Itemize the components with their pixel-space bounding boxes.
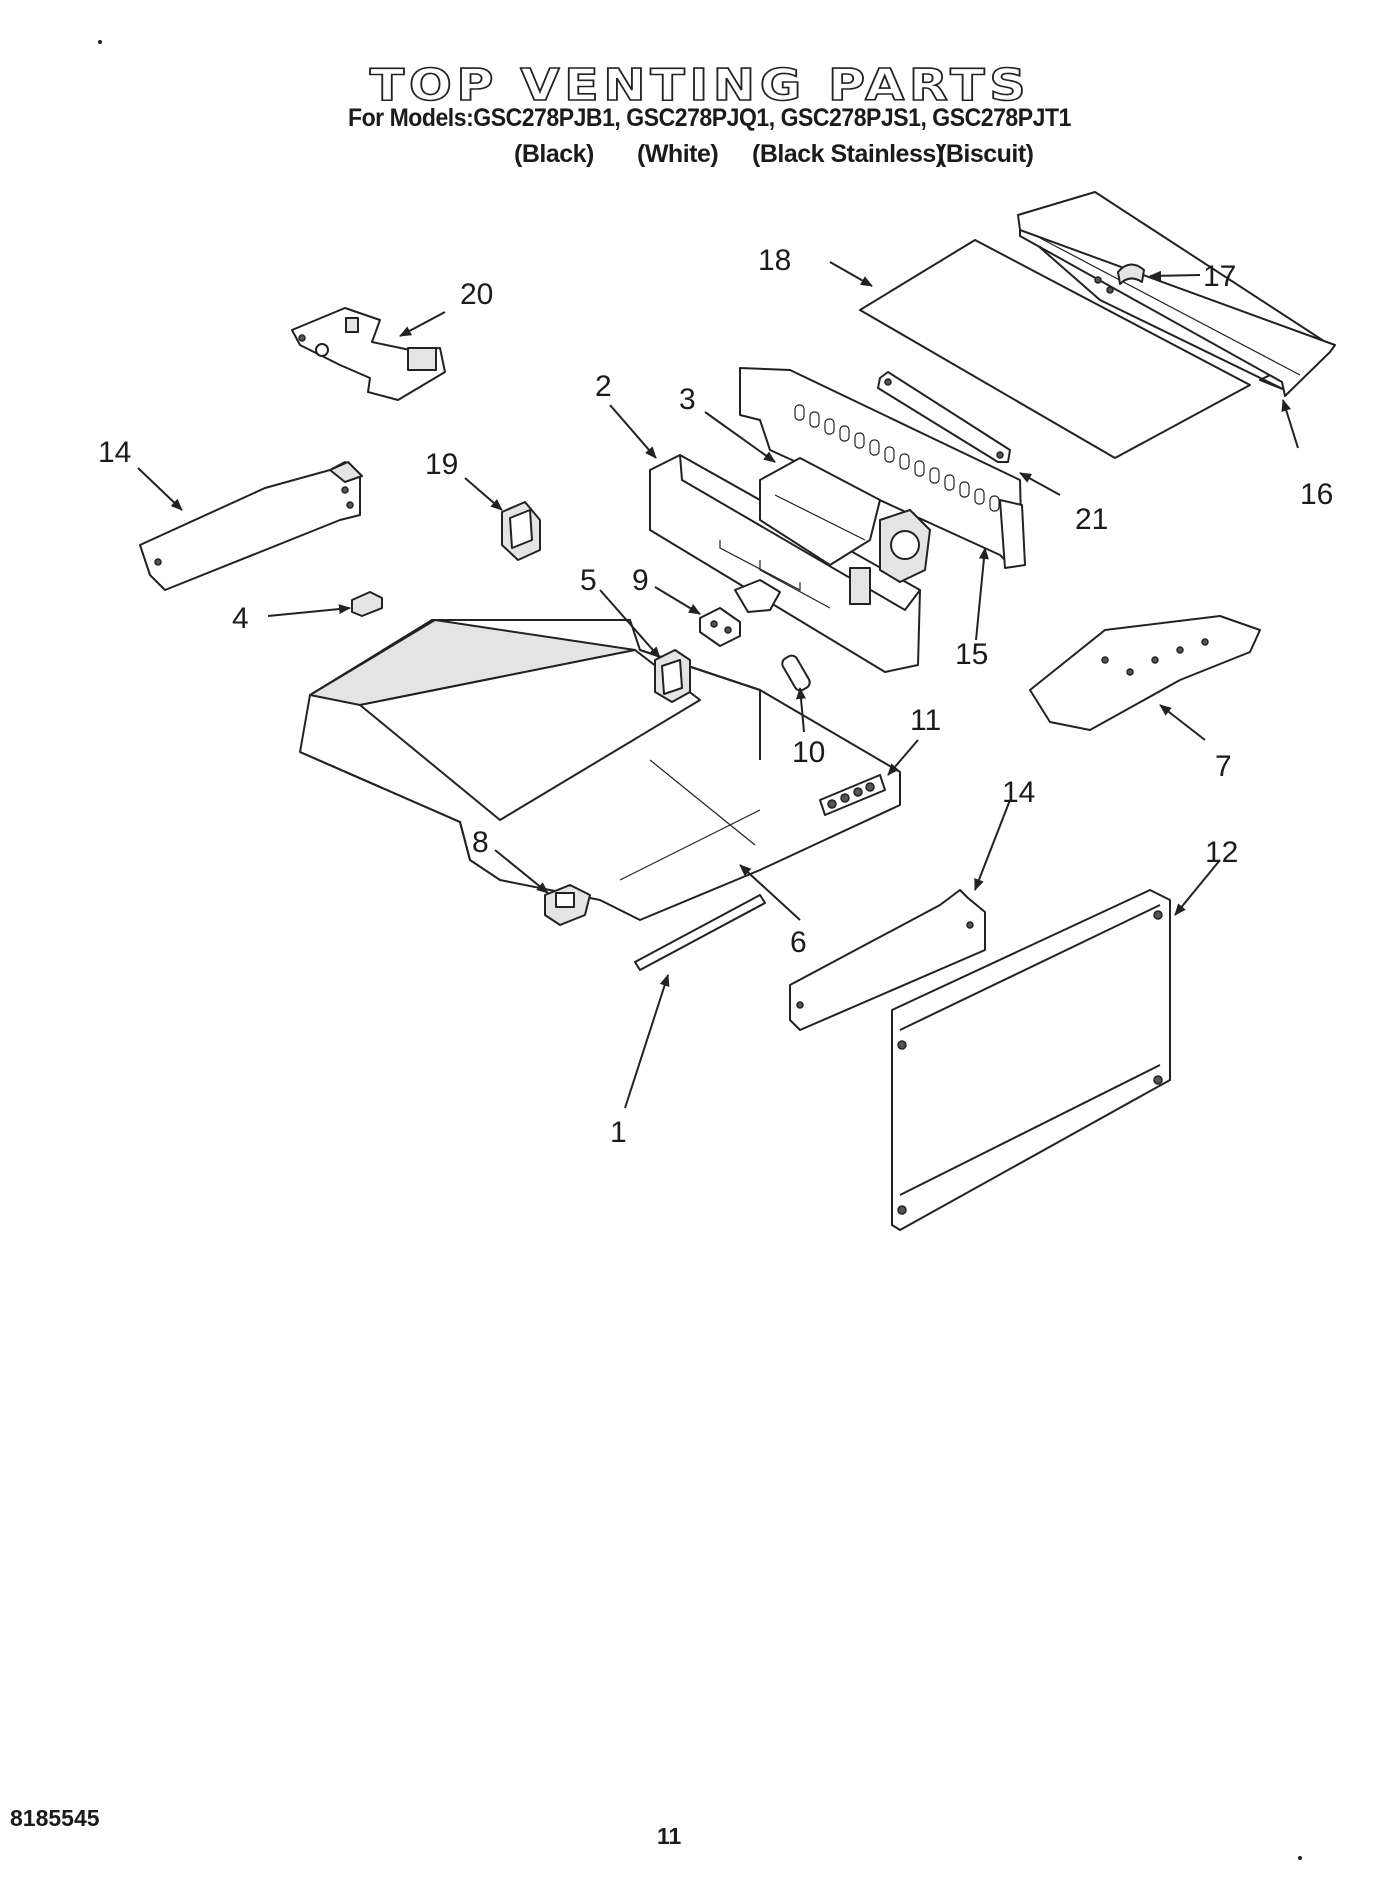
page-number: 11 xyxy=(657,1823,682,1849)
part-6-vent-tray xyxy=(299,619,901,921)
callout-1: 1 xyxy=(610,1116,627,1149)
color-label-black: (Black) xyxy=(514,140,594,168)
part-1-rail xyxy=(634,894,766,971)
callout-20: 20 xyxy=(460,278,494,311)
color-label-white: (White) xyxy=(637,140,719,168)
callout-14-left: 14 xyxy=(98,436,132,469)
callout-5: 5 xyxy=(580,564,597,597)
part-15-perforated-panel xyxy=(739,367,1026,569)
part-12-front-panel xyxy=(891,889,1171,1231)
callout-21: 21 xyxy=(1075,503,1109,536)
part-14-right-bracket xyxy=(789,889,986,1031)
callout-14-right: 14 xyxy=(1002,776,1036,809)
speck-mark xyxy=(1298,1856,1302,1860)
callout-7: 7 xyxy=(1215,750,1232,783)
color-label-biscuit: (Biscuit) xyxy=(938,140,1034,168)
models-line: For Models:GSC278PJB1, GSC278PJQ1, GSC27… xyxy=(348,104,1071,132)
part-10-fuse xyxy=(781,654,811,692)
part-9-connector xyxy=(699,607,741,647)
callout-3: 3 xyxy=(679,383,696,416)
part-3-vent-assembly xyxy=(759,457,931,605)
part-17-clip xyxy=(1094,263,1145,294)
perforation-row xyxy=(794,404,1000,512)
leader-lines xyxy=(137,261,1299,1109)
callout-15: 15 xyxy=(955,638,989,671)
callout-18: 18 xyxy=(758,244,792,277)
callout-9: 9 xyxy=(632,564,649,597)
part-5-relay xyxy=(654,649,691,703)
part-7-shield-plate xyxy=(1029,615,1261,731)
color-label-black-stainless: (Black Stainless) xyxy=(752,140,944,168)
part-16-top-panel xyxy=(1017,191,1336,397)
diagram-title: TOP VENTING PARTS xyxy=(369,59,1031,112)
callout-12: 12 xyxy=(1205,836,1239,869)
callout-4: 4 xyxy=(232,602,249,635)
callout-16: 16 xyxy=(1300,478,1334,511)
part-18-cover-sheet xyxy=(859,239,1251,459)
part-2-channel-bracket xyxy=(649,454,921,673)
speck-mark xyxy=(98,40,102,44)
callout-11: 11 xyxy=(910,704,942,737)
part-20-bracket xyxy=(291,307,446,401)
part-11-terminal-block xyxy=(819,774,886,816)
small-tab-bracket xyxy=(734,579,781,613)
callout-2: 2 xyxy=(595,370,612,403)
part-21-strip xyxy=(877,371,1011,463)
part-14-left-bracket xyxy=(139,461,363,591)
part-8-switch xyxy=(544,884,591,926)
callout-19: 19 xyxy=(425,448,459,481)
callout-6: 6 xyxy=(790,926,807,959)
callout-10: 10 xyxy=(792,736,826,769)
document-code: 8185545 xyxy=(10,1805,100,1831)
callout-8: 8 xyxy=(472,826,489,859)
part-4-small-clip xyxy=(351,591,383,617)
part-19-switch xyxy=(501,501,541,561)
callout-17: 17 xyxy=(1203,260,1237,293)
